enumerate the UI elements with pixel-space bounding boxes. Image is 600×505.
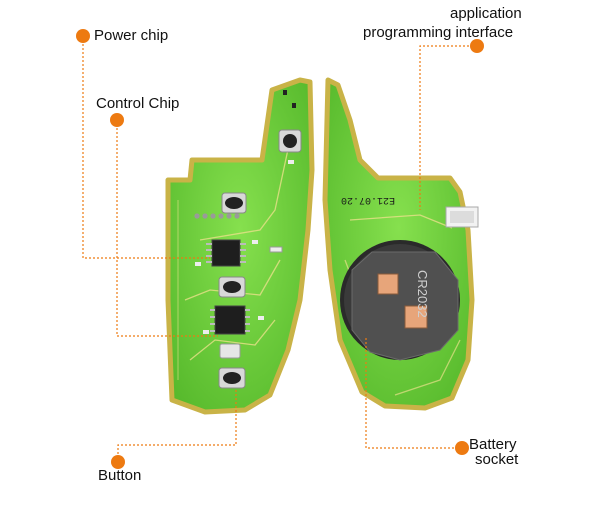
label-button: Button bbox=[98, 467, 142, 484]
tact-button-middle bbox=[218, 276, 246, 298]
power-chip-ic bbox=[206, 239, 246, 267]
battery-cell-text: CR2032 bbox=[415, 270, 430, 318]
leader-control-chip bbox=[116, 120, 218, 337]
power-chip-marker bbox=[76, 29, 90, 43]
tact-button-top bbox=[278, 129, 302, 153]
control-chip-marker bbox=[110, 113, 124, 127]
leader-button bbox=[117, 390, 237, 462]
battery-socket-marker bbox=[455, 441, 469, 455]
control-chip-ic bbox=[210, 305, 250, 335]
battery-socket: CR2032 bbox=[340, 240, 460, 361]
label-programming-interface-line2: programming interface bbox=[363, 24, 514, 41]
board-date-code: E21.07.20 bbox=[341, 194, 395, 205]
programming-interface-connector bbox=[445, 206, 479, 228]
smd-components bbox=[195, 90, 296, 334]
tact-button-upper bbox=[221, 192, 247, 214]
leader-power-chip bbox=[82, 36, 210, 259]
pin-header-holes bbox=[194, 213, 240, 219]
label-power-chip: Power chip bbox=[94, 27, 169, 44]
leader-programming-interface bbox=[419, 45, 477, 210]
label-programming-interface-line1: application bbox=[450, 5, 522, 22]
label-control-chip: Control Chip bbox=[96, 95, 180, 112]
crystal-oscillator bbox=[219, 343, 241, 359]
tact-button-bottom bbox=[218, 367, 246, 389]
label-battery-line1: Battery bbox=[469, 436, 517, 453]
leader-battery-socket bbox=[365, 338, 462, 449]
label-battery-line2: socket bbox=[475, 451, 519, 468]
button-marker bbox=[111, 455, 125, 469]
programming-interface-marker bbox=[470, 39, 484, 53]
